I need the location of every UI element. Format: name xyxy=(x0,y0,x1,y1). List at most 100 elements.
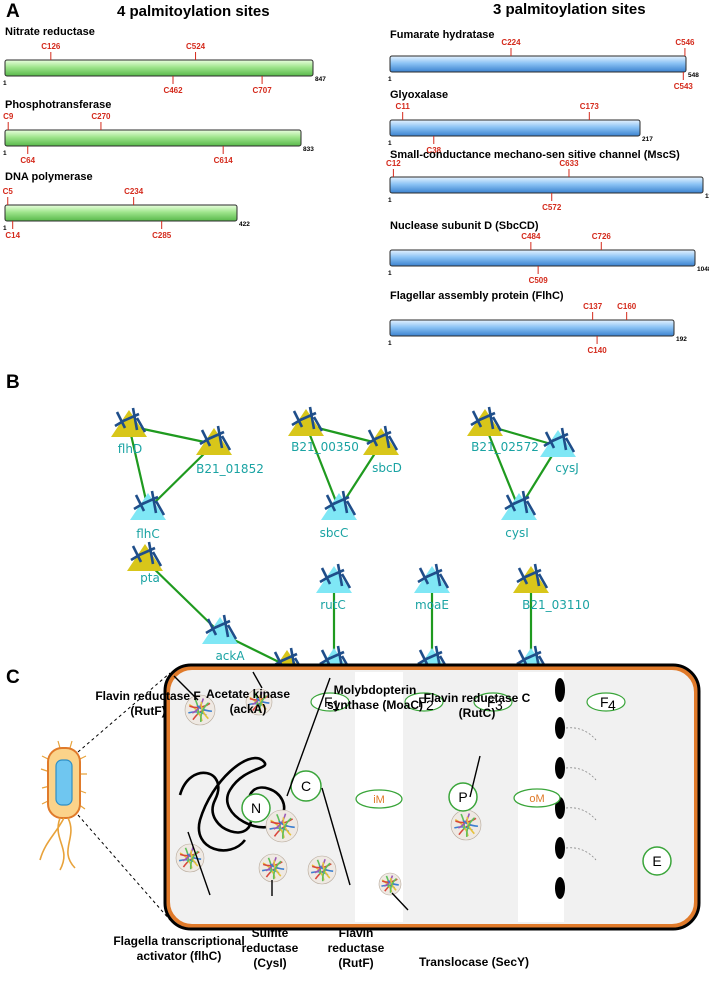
protein-start: 1 xyxy=(388,270,392,277)
network-edge xyxy=(127,425,150,510)
site-label: C546 xyxy=(675,38,695,47)
node-triangle xyxy=(111,410,147,437)
node-structure-icon xyxy=(114,407,147,433)
network-node: B21_01852 xyxy=(196,425,264,476)
protein-name: Flagellar assembly protein (FlhC) xyxy=(390,290,564,302)
network-node: cysJ xyxy=(540,427,579,475)
node-triangle xyxy=(202,617,238,644)
site-label: C572 xyxy=(542,203,562,212)
node-structure-icon xyxy=(324,490,357,516)
network-node: flhD xyxy=(111,407,147,456)
callout-acka-line2: (ackA) xyxy=(230,702,267,716)
node-structure-icon xyxy=(319,645,352,671)
fraction-f2-marker xyxy=(404,692,444,712)
protein-length: 833 xyxy=(303,146,314,153)
protein-map: Nuclease subunit D (SbcCD)11048C484C726C… xyxy=(388,220,709,285)
inner-membrane-label: iM xyxy=(373,794,385,806)
callout-moac-line2: synthase (MoaC) xyxy=(327,698,423,712)
compartment-markers: N C P E iM oM F 1 F 2 F 3 F 4 xyxy=(241,692,672,876)
site-label: C524 xyxy=(186,42,206,51)
callout-rutc-line2: (RutC) xyxy=(459,706,496,720)
panel-b: B flhDB21_01852flhCB21_00350sbcDsbcCB21_… xyxy=(6,372,590,698)
network-nodes: flhDB21_01852flhCB21_00350sbcDsbcCB21_02… xyxy=(111,406,590,698)
gene-label: sbcC xyxy=(320,526,349,540)
protein-structure xyxy=(307,855,337,885)
protein-start: 1 xyxy=(3,150,7,157)
site-label: C126 xyxy=(41,42,61,51)
protein-bar xyxy=(389,119,641,137)
node-structure-icon xyxy=(205,614,238,640)
node-structure-icon xyxy=(319,563,352,589)
protein-length: 192 xyxy=(676,336,687,343)
protein-name: Small-conductance mechano-sen sitive cha… xyxy=(390,149,680,161)
protein-name: Nitrate reductase xyxy=(5,26,95,38)
protein-length: 217 xyxy=(642,136,653,143)
fraction-f3-marker xyxy=(473,692,513,712)
node-triangle xyxy=(501,493,537,520)
structure-ribbon xyxy=(282,817,292,839)
gene-label: moaE xyxy=(415,598,449,612)
protein-length: 847 xyxy=(315,76,326,83)
extracellular-marker xyxy=(642,846,672,876)
structure-ribbon xyxy=(272,860,282,880)
site-label: C140 xyxy=(588,346,608,355)
site-label: C137 xyxy=(583,302,603,311)
site-label: C173 xyxy=(580,102,600,111)
panel-b-label: B xyxy=(6,372,20,393)
fraction-f1-marker xyxy=(310,692,350,712)
network-node: B21_02572 xyxy=(467,406,539,454)
structure-core xyxy=(265,809,299,843)
callout-cysi-line3: (CysI) xyxy=(253,956,286,970)
panel-a: A 4 palmitoylation sites 3 palmitoylatio… xyxy=(3,1,709,355)
gene-label: flhC xyxy=(136,527,160,541)
network-node: sbcD xyxy=(363,425,402,475)
protein-start: 1 xyxy=(3,225,7,232)
structure-ribbon xyxy=(189,850,199,870)
node-structure-icon xyxy=(516,563,549,589)
site-label: C12 xyxy=(386,159,401,168)
node-structure-icon xyxy=(133,490,166,516)
zoom-line-top xyxy=(77,672,171,753)
gene-label: B21_02572 xyxy=(471,440,539,454)
node-triangle xyxy=(467,409,503,436)
site-label: C270 xyxy=(91,112,111,121)
protein-bar xyxy=(4,129,302,147)
dna-nucleoid xyxy=(178,756,286,852)
network-edge xyxy=(483,424,521,510)
protein-structure xyxy=(378,872,402,896)
site-label: C5 xyxy=(3,187,14,196)
site-label: C14 xyxy=(5,231,20,240)
protein-length: 422 xyxy=(239,221,250,228)
network-node: cysI xyxy=(501,490,537,540)
node-triangle xyxy=(288,409,324,436)
protein-start: 1 xyxy=(388,140,392,147)
site-label: C64 xyxy=(20,156,35,165)
nucleoid-label: N xyxy=(251,800,261,816)
structure-ribbon xyxy=(258,695,268,713)
extracellular-label: E xyxy=(652,853,661,869)
protein-length: 1107 xyxy=(705,193,709,200)
protein-structures xyxy=(175,688,482,896)
network-node: sbcC xyxy=(320,490,357,540)
node-triangle xyxy=(363,428,399,455)
callout-acka-line1: Acetate kinase xyxy=(206,687,290,701)
protein-map: Small-conductance mechano-sen sitive cha… xyxy=(386,149,709,212)
node-triangle xyxy=(414,566,450,593)
cytoplasm-label: C xyxy=(301,778,311,794)
node-structure-icon xyxy=(417,563,450,589)
protein-structure xyxy=(184,694,216,726)
node-structure-icon xyxy=(543,427,576,453)
fraction-f3-sub: 3 xyxy=(495,697,503,713)
node-triangle xyxy=(513,566,549,593)
site-label: C9 xyxy=(3,112,14,121)
site-label: C224 xyxy=(501,38,521,47)
protein-length: 1048 xyxy=(697,266,709,273)
periplasm-label: P xyxy=(458,789,467,805)
panel-c: C xyxy=(6,663,701,970)
protein-start: 1 xyxy=(388,197,392,204)
structure-ribbon xyxy=(465,817,476,838)
periplasm-marker xyxy=(448,782,478,812)
site-label: C543 xyxy=(674,82,694,91)
